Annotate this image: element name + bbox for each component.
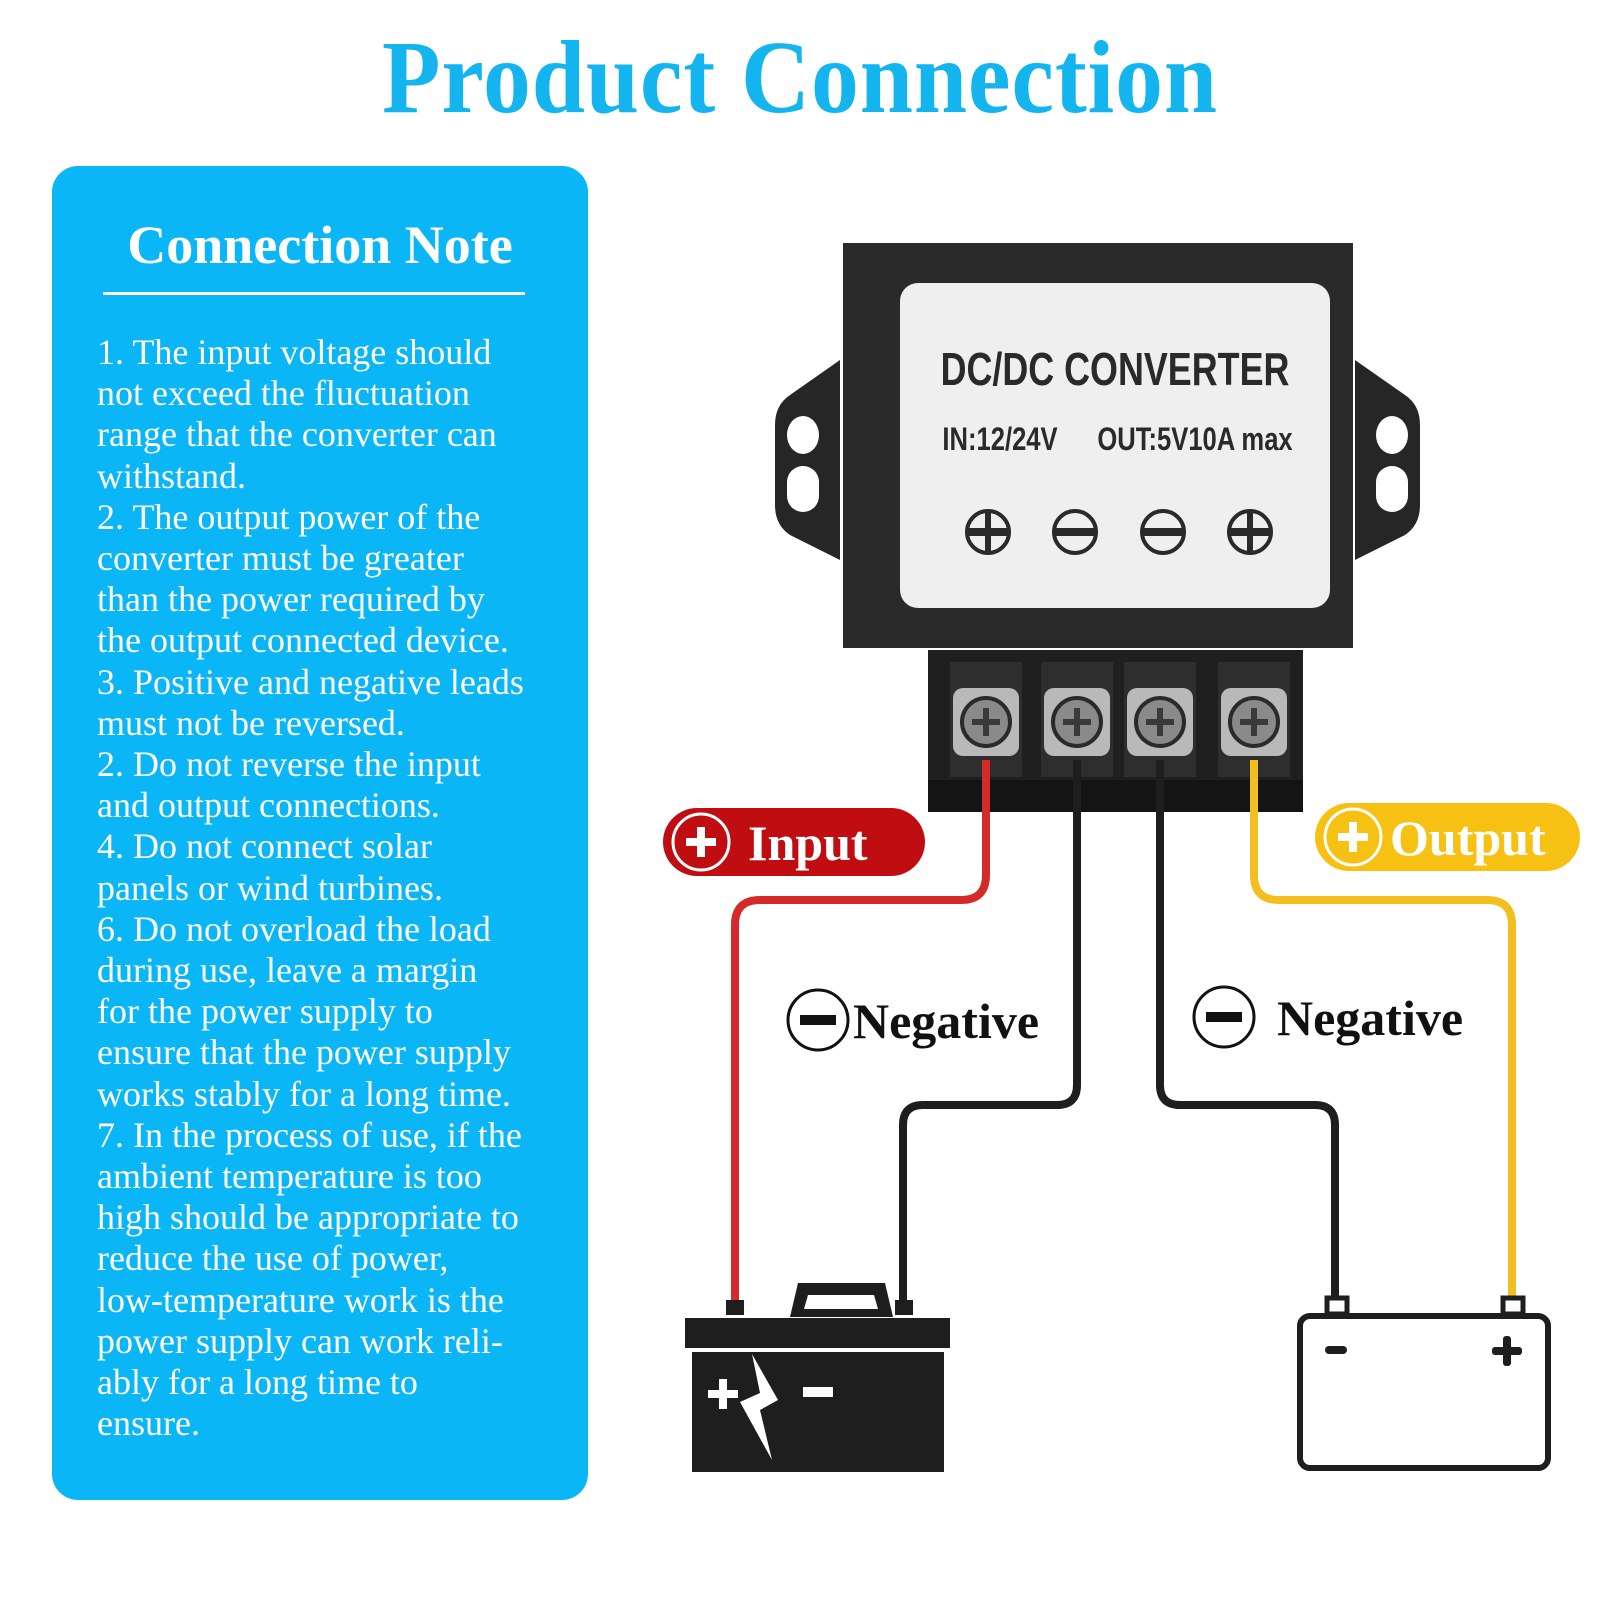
plus-circle-icon: [671, 812, 731, 872]
screw-terminal: [950, 662, 1022, 777]
mounting-flange-right: [1355, 360, 1420, 560]
load-battery-icon: [1297, 1295, 1551, 1471]
svg-text:Negative: Negative: [1277, 990, 1463, 1046]
negative-label-left: Negative: [786, 988, 1039, 1052]
note-line: for the power supply to: [97, 991, 433, 1032]
negative-label-right: Negative: [1192, 985, 1463, 1049]
input-label: Input: [748, 815, 868, 871]
note-line: converter must be greater: [97, 538, 464, 579]
output-badge: Output: [1315, 803, 1580, 871]
battery-minus-sign: [803, 1387, 833, 1397]
screw-terminal: [1124, 662, 1196, 777]
terminal-plus-icon: [1227, 509, 1273, 555]
note-line: 1. The input voltage should: [97, 332, 492, 372]
note-line: panels or wind turbines.: [97, 867, 443, 908]
terminal-block-base: [928, 780, 1303, 812]
note-line: 7. In the process of use, if the: [97, 1114, 522, 1155]
note-line: range that the converter can: [97, 414, 497, 455]
input-positive-wire: [731, 760, 990, 1310]
terminal-minus-icon: [1140, 509, 1186, 555]
terminal-plus-icon: [965, 509, 1011, 555]
heading-divider: [103, 292, 525, 295]
note-line: works stably for a long time.: [97, 1073, 511, 1114]
note-line: reduce the use of power,: [97, 1238, 449, 1279]
screw-terminal: [1218, 662, 1290, 777]
connection-note-panel: [52, 166, 588, 1500]
battery-minus-sign: [1325, 1346, 1347, 1354]
device-input-spec: IN:12/24V: [942, 422, 1058, 457]
connection-note-heading: Connection Note: [127, 215, 513, 275]
note-line: and output connections.: [97, 785, 440, 826]
output-negative-wire: [1156, 760, 1339, 1305]
note-line: high should be appropriate to: [97, 1197, 519, 1238]
output-positive-wire: [1250, 760, 1516, 1305]
note-line: low-temperature work is the: [97, 1279, 504, 1320]
note-line: 2. The output power of the: [97, 496, 481, 537]
note-line: the output connected device.: [97, 620, 509, 661]
note-line: ambient temperature is too: [97, 1156, 482, 1197]
input-badge: Input: [663, 808, 925, 876]
page-title: Product Connection: [381, 20, 1219, 135]
note-line: power supply can work reli-: [97, 1320, 503, 1361]
note-line: withstand.: [97, 455, 246, 496]
car-battery-icon: [685, 1283, 950, 1472]
svg-text:Negative: Negative: [853, 993, 1039, 1049]
note-line: 4. Do not connect solar: [97, 826, 432, 867]
note-line: 6. Do not overload the load: [97, 908, 491, 949]
note-line: ensure that the power supply: [97, 1032, 511, 1073]
screw-terminal: [1041, 662, 1113, 777]
note-line: during use, leave a margin: [97, 950, 478, 991]
device-name: DC/DC CONVERTER: [941, 344, 1290, 395]
note-line: ably for a long time to: [97, 1362, 418, 1403]
input-negative-wire: [899, 760, 1081, 1310]
mounting-flange-left: [775, 360, 840, 560]
device-output-spec: OUT:5V10A max: [1097, 422, 1292, 457]
note-line: 2. Do not reverse the input: [97, 744, 481, 785]
note-line: must not be reversed.: [97, 702, 405, 743]
lightning-bolt-icon: [740, 1354, 778, 1460]
note-line: ensure.: [97, 1403, 200, 1444]
terminal-minus-icon: [1052, 509, 1098, 555]
output-label: Output: [1390, 810, 1546, 866]
plus-circle-icon: [1323, 807, 1383, 867]
note-line: than the power required by: [97, 579, 485, 620]
note-line: 3. Positive and negative leads: [97, 661, 524, 702]
note-line: not exceed the fluctuation: [97, 373, 470, 414]
